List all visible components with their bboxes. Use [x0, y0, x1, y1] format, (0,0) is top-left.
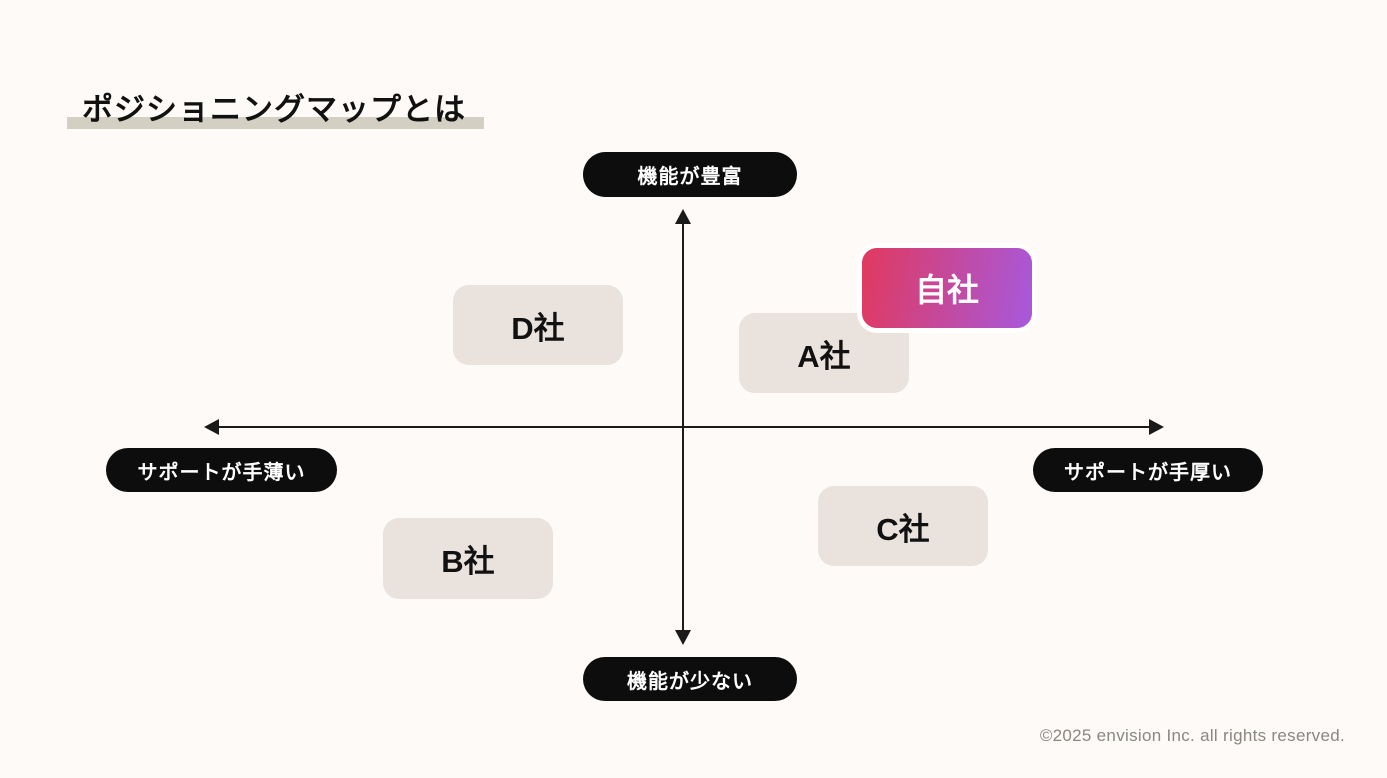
arrow-left-icon [204, 419, 219, 435]
copyright-notice: ©2025 envision Inc. all rights reserved. [1039, 726, 1345, 745]
company-box-d: D社 [453, 285, 623, 365]
axis-label-bottom: 機能が少ない [583, 657, 797, 701]
company-box-a-label: A社 [797, 338, 851, 374]
axis-label-right: サポートが手厚い [1033, 448, 1263, 492]
page-title: ポジショニングマップとは [82, 92, 466, 127]
arrow-right-icon [1149, 419, 1164, 435]
axis-label-left: サポートが手薄い [106, 448, 337, 492]
company-box-self-label: 自社 [914, 272, 979, 308]
axis-label-bottom-text: 機能が少ない [627, 670, 753, 693]
company-box-d-label: D社 [511, 310, 565, 346]
axis-label-right-text: サポートが手厚い [1064, 461, 1232, 484]
arrow-down-icon [675, 630, 691, 645]
axis-label-top: 機能が豊富 [583, 152, 797, 197]
arrow-up-icon [675, 209, 691, 224]
company-box-c: C社 [818, 486, 988, 566]
axis-label-left-text: サポートが手薄い [137, 461, 306, 484]
horizontal-axis-line [215, 426, 1153, 428]
company-box-b: B社 [383, 518, 553, 599]
company-box-b-label: B社 [441, 544, 495, 579]
title-highlight-bar [67, 117, 484, 129]
company-box-self-highlighted: 自社 [857, 243, 1037, 333]
axis-label-top-text: 機能が豊富 [637, 166, 743, 188]
company-box-c-label: C社 [876, 511, 930, 547]
